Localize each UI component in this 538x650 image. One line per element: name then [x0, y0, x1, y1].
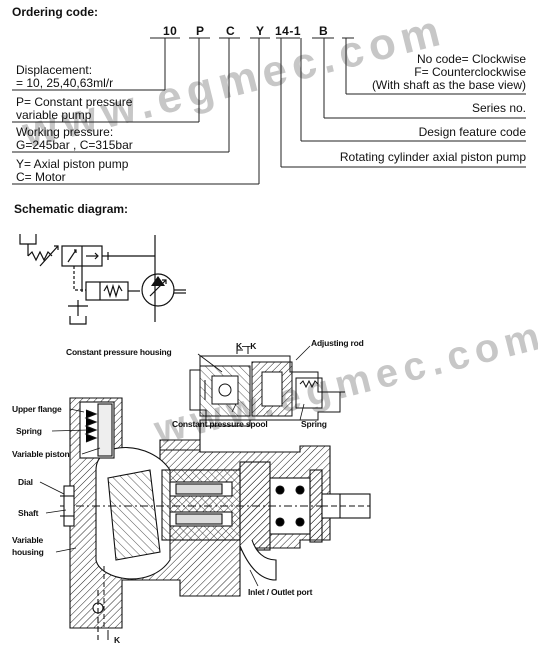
adjusting-rod-label: Adjusting rod: [311, 338, 364, 348]
displacement-values: = 10, 25,40,63ml/r: [16, 76, 114, 90]
pump-type-line2: variable pump: [16, 108, 92, 122]
working-pressure-values: G=245bar , C=315bar: [16, 138, 133, 152]
variable-piston-label: Variable piston: [12, 449, 70, 459]
series-no-label: Series no.: [471, 101, 526, 115]
variable-housing-label-1: Variable: [12, 535, 44, 545]
pump-type-line1: P= Constant pressure: [16, 95, 133, 109]
rotation-line2: F= Counterclockwise: [414, 65, 526, 79]
hydraulic-schematic: [19, 234, 186, 325]
code-pump-type: P: [196, 24, 205, 38]
working-pressure-title: Working pressure:: [16, 125, 114, 139]
rotation-line3: (With shaft as the base view): [371, 78, 526, 92]
constant-pressure-spool-label: Constant pressure spool: [172, 419, 268, 429]
section-kk-mark: K—K: [236, 341, 257, 351]
dial-label: Dial: [18, 477, 33, 487]
axial-pump-line2: C= Motor: [16, 170, 66, 184]
shaft-label: Shaft: [18, 508, 39, 518]
code-series: 14-1: [275, 24, 302, 38]
code-axial: Y: [256, 24, 265, 38]
code-displacement: 10: [163, 24, 178, 38]
schematic-heading: Schematic diagram:: [14, 202, 129, 216]
code-rotation: B: [319, 24, 329, 38]
rotation-line1: No code= Clockwise: [416, 52, 526, 66]
axial-pump-line1: Y= Axial piston pump: [16, 157, 129, 171]
constant-pressure-housing-label: Constant pressure housing: [66, 347, 172, 357]
variable-housing-label-2: housing: [12, 547, 44, 557]
rotating-cylinder-label: Rotating cylinder axial piston pump: [339, 150, 526, 164]
inlet-outlet-port-label: Inlet / Outlet port: [248, 587, 313, 597]
displacement-title: Displacement:: [16, 63, 93, 77]
ordering-code-leaders: [12, 37, 526, 185]
code-pressure: C: [226, 24, 236, 38]
section-k-letter: K: [114, 635, 120, 645]
ordering-code-heading: Ordering code:: [12, 5, 99, 19]
spring-left-label: Spring: [16, 426, 42, 436]
spring-right-label: Spring: [301, 419, 327, 429]
design-feature-label: Design feature code: [418, 125, 526, 139]
upper-flange-label: Upper flange: [12, 404, 62, 414]
